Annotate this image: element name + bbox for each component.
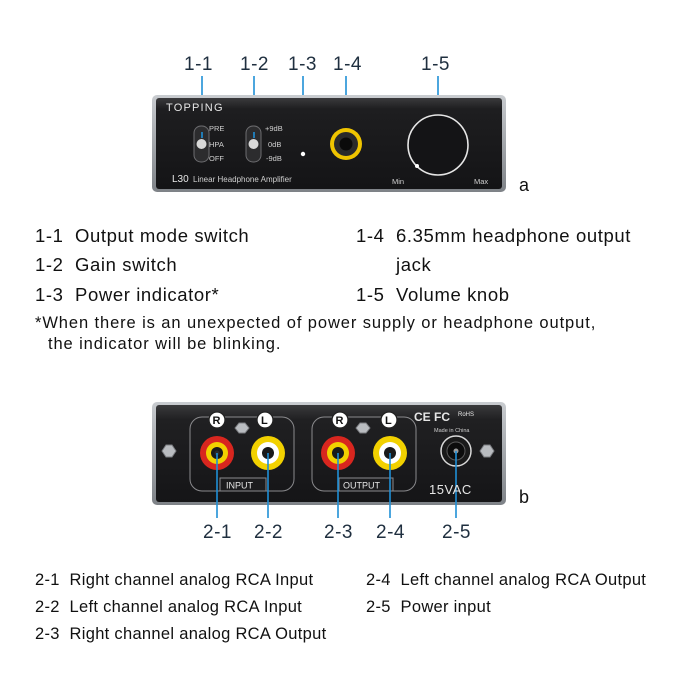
headphone-jack — [330, 128, 362, 160]
output-label: OUTPUT — [343, 481, 381, 491]
rl-letter-r1: R — [213, 415, 221, 427]
legend-2-1: 2-1 Right channel analog RCA Input — [35, 571, 314, 589]
legend-1-4: 1-4 6.35mm headphone output — [356, 225, 631, 246]
gain-label-minus9: -9dB — [266, 154, 282, 163]
panel-letter-b: b — [519, 487, 530, 507]
power-label: 15VAC — [429, 482, 472, 497]
back-panel: R L R L INPUT OUTPUT CE FC RoHS Made in … — [152, 402, 506, 518]
callout-2-1: 2-1 — [203, 522, 232, 543]
callout-1-2: 1-2 — [240, 54, 269, 75]
legend-1-5: 1-5 Volume knob — [356, 284, 510, 305]
made-in-label: Made in China — [434, 428, 470, 434]
legend-2-2: 2-2 Left channel analog RCA Input — [35, 598, 303, 616]
callout-1-3: 1-3 — [288, 54, 317, 75]
callout-1-1: 1-1 — [184, 54, 213, 75]
front-brand: TOPPING — [166, 102, 224, 114]
front-model: L30 — [172, 174, 189, 185]
volume-knob — [407, 114, 469, 176]
rl-letter-l1: L — [261, 415, 268, 427]
rl-letter-r2: R — [336, 415, 344, 427]
legend-2-3: 2-3 Right channel analog RCA Output — [35, 625, 327, 643]
note-line-1: *When there is an unexpected of power su… — [35, 314, 597, 332]
callout-1-4: 1-4 — [333, 54, 362, 75]
front-subtitle: Linear Headphone Amplifier — [193, 175, 292, 184]
rl-badges — [208, 411, 398, 429]
mode-label-off: OFF — [209, 154, 224, 163]
knob-max-label: Max — [474, 177, 488, 186]
mode-switch — [193, 125, 210, 163]
cert-marks: CE FC — [414, 410, 450, 424]
callout-2-5: 2-5 — [442, 522, 471, 543]
callout-2-2: 2-2 — [254, 522, 283, 543]
gain-label-0: 0dB — [268, 140, 281, 149]
callout-2-3: 2-3 — [324, 522, 353, 543]
mode-label-pre: PRE — [209, 124, 224, 133]
rohs-mark: RoHS — [458, 412, 474, 418]
note-line-2: the indicator will be blinking. — [48, 335, 282, 353]
gain-switch — [245, 125, 262, 163]
legend-2-4: 2-4 Left channel analog RCA Output — [366, 571, 647, 589]
legend-2-5: 2-5 Power input — [366, 598, 491, 616]
gain-label-plus9: +9dB — [265, 124, 283, 133]
input-label: INPUT — [226, 481, 254, 491]
power-indicator-led — [300, 151, 306, 157]
legend-1-4-cont: jack — [396, 254, 432, 275]
knob-min-label: Min — [392, 177, 404, 186]
rl-letter-l2: L — [385, 415, 392, 427]
callout-2-4: 2-4 — [376, 522, 405, 543]
front-panel: TOPPING PRE HPA OFF +9dB 0dB -9dB L30 Li… — [152, 76, 506, 192]
legend-1-2: 1-2 Gain switch — [35, 254, 178, 275]
mode-label-hpa: HPA — [209, 140, 224, 149]
legend-1-3: 1-3 Power indicator* — [35, 284, 220, 305]
legend-1-1: 1-1 Output mode switch — [35, 225, 250, 246]
callout-1-5: 1-5 — [421, 54, 450, 75]
panel-letter-a: a — [519, 175, 530, 195]
